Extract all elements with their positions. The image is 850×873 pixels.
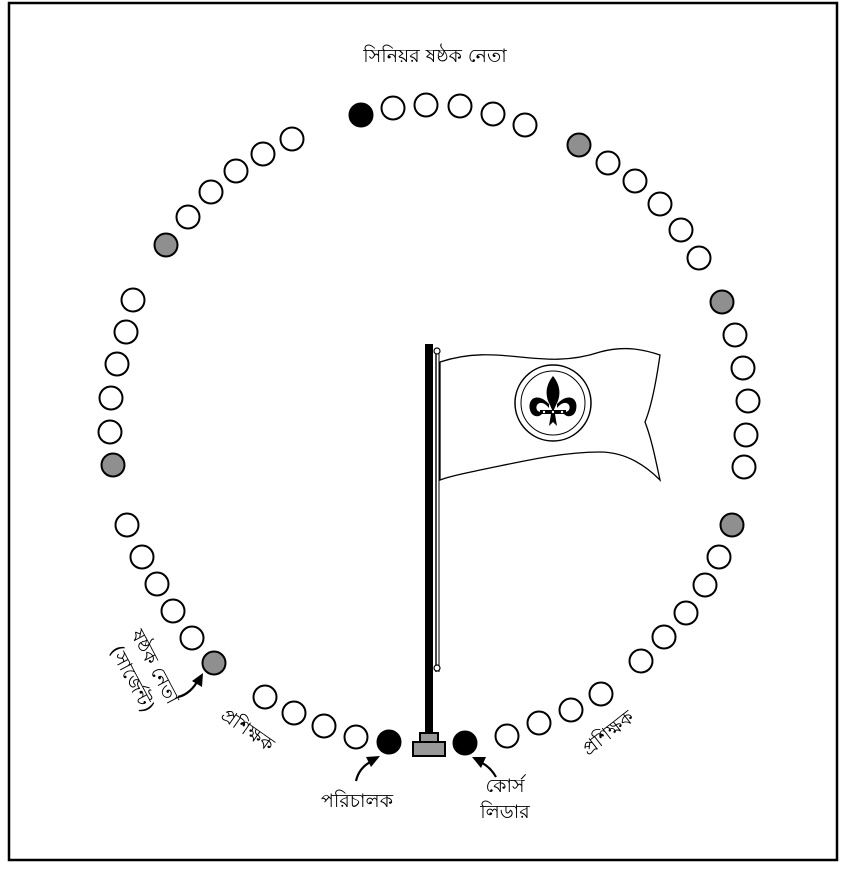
member-circle xyxy=(146,573,169,596)
senior-leader-label: সিনিয়র ষষ্ঠক নেতা xyxy=(362,44,507,67)
leader-circle xyxy=(350,104,373,127)
member-circle xyxy=(345,726,368,749)
member-circle xyxy=(496,725,519,748)
member-circle xyxy=(449,95,472,118)
member-circle xyxy=(528,712,551,735)
scout-flag xyxy=(440,349,660,480)
member-circle xyxy=(116,514,139,537)
member-circle xyxy=(597,152,620,175)
member-circle xyxy=(415,94,438,117)
sixer-circle xyxy=(711,291,734,314)
member-circle xyxy=(177,206,200,229)
member-circle xyxy=(694,574,717,597)
member-circle xyxy=(708,546,731,569)
member-circle xyxy=(99,421,122,444)
member-circle xyxy=(514,114,537,137)
member-circle xyxy=(254,686,277,709)
member-circle xyxy=(624,170,647,193)
sixer-circle xyxy=(203,652,226,675)
sixer-circle xyxy=(102,454,125,477)
member-circle xyxy=(122,289,145,312)
sixer-circle xyxy=(155,234,178,257)
pole-base xyxy=(413,742,445,756)
member-circle xyxy=(630,650,653,673)
member-circle xyxy=(482,103,505,126)
pole xyxy=(425,344,433,734)
member-circle xyxy=(252,143,275,166)
member-circle xyxy=(735,424,758,447)
course-leader-label-line1: কোর্স xyxy=(485,774,526,797)
sixer-circle xyxy=(568,134,591,157)
leader-circle xyxy=(378,731,401,754)
trainer-right-label: প্রশিক্ষক xyxy=(578,706,639,760)
member-circle xyxy=(649,193,672,216)
frame-border xyxy=(9,3,837,860)
member-circle xyxy=(590,683,613,706)
member-circle xyxy=(675,602,698,625)
member-circle xyxy=(181,627,204,650)
arrow-head-icon xyxy=(366,756,380,767)
member-circle xyxy=(670,219,693,242)
rope-ring-bottom xyxy=(434,665,440,671)
member-circle xyxy=(653,626,676,649)
member-circle xyxy=(106,353,129,376)
sixer-leader-label-group: ষষ্ঠক নেতা (সার্জেন্ট) xyxy=(103,625,185,721)
pole-base-top xyxy=(420,733,438,742)
member-circle xyxy=(313,715,336,738)
member-circle xyxy=(100,387,123,410)
member-circle xyxy=(131,546,154,569)
member-circle xyxy=(283,702,306,725)
member-circle xyxy=(382,97,405,120)
member-circle xyxy=(560,699,583,722)
member-circle xyxy=(115,321,138,344)
member-circle xyxy=(225,160,248,183)
member-circle xyxy=(733,456,756,479)
member-circle xyxy=(162,600,185,623)
arrow-head-icon xyxy=(472,757,486,768)
member-circle xyxy=(737,390,760,413)
director-label: পরিচালক xyxy=(321,790,394,812)
rope-ring-top xyxy=(434,348,440,354)
member-circle xyxy=(200,181,223,204)
member-circle xyxy=(688,247,711,270)
course-leader-label-line2: লিডার xyxy=(479,801,530,823)
trainer-left-label: প্রশিক্ষক xyxy=(217,704,279,757)
sixer-circle xyxy=(721,514,744,537)
member-circle xyxy=(724,324,747,347)
member-circle xyxy=(732,357,755,380)
arrow-head-icon xyxy=(192,673,203,687)
member-circle xyxy=(281,128,304,151)
leader-circle xyxy=(454,732,477,755)
